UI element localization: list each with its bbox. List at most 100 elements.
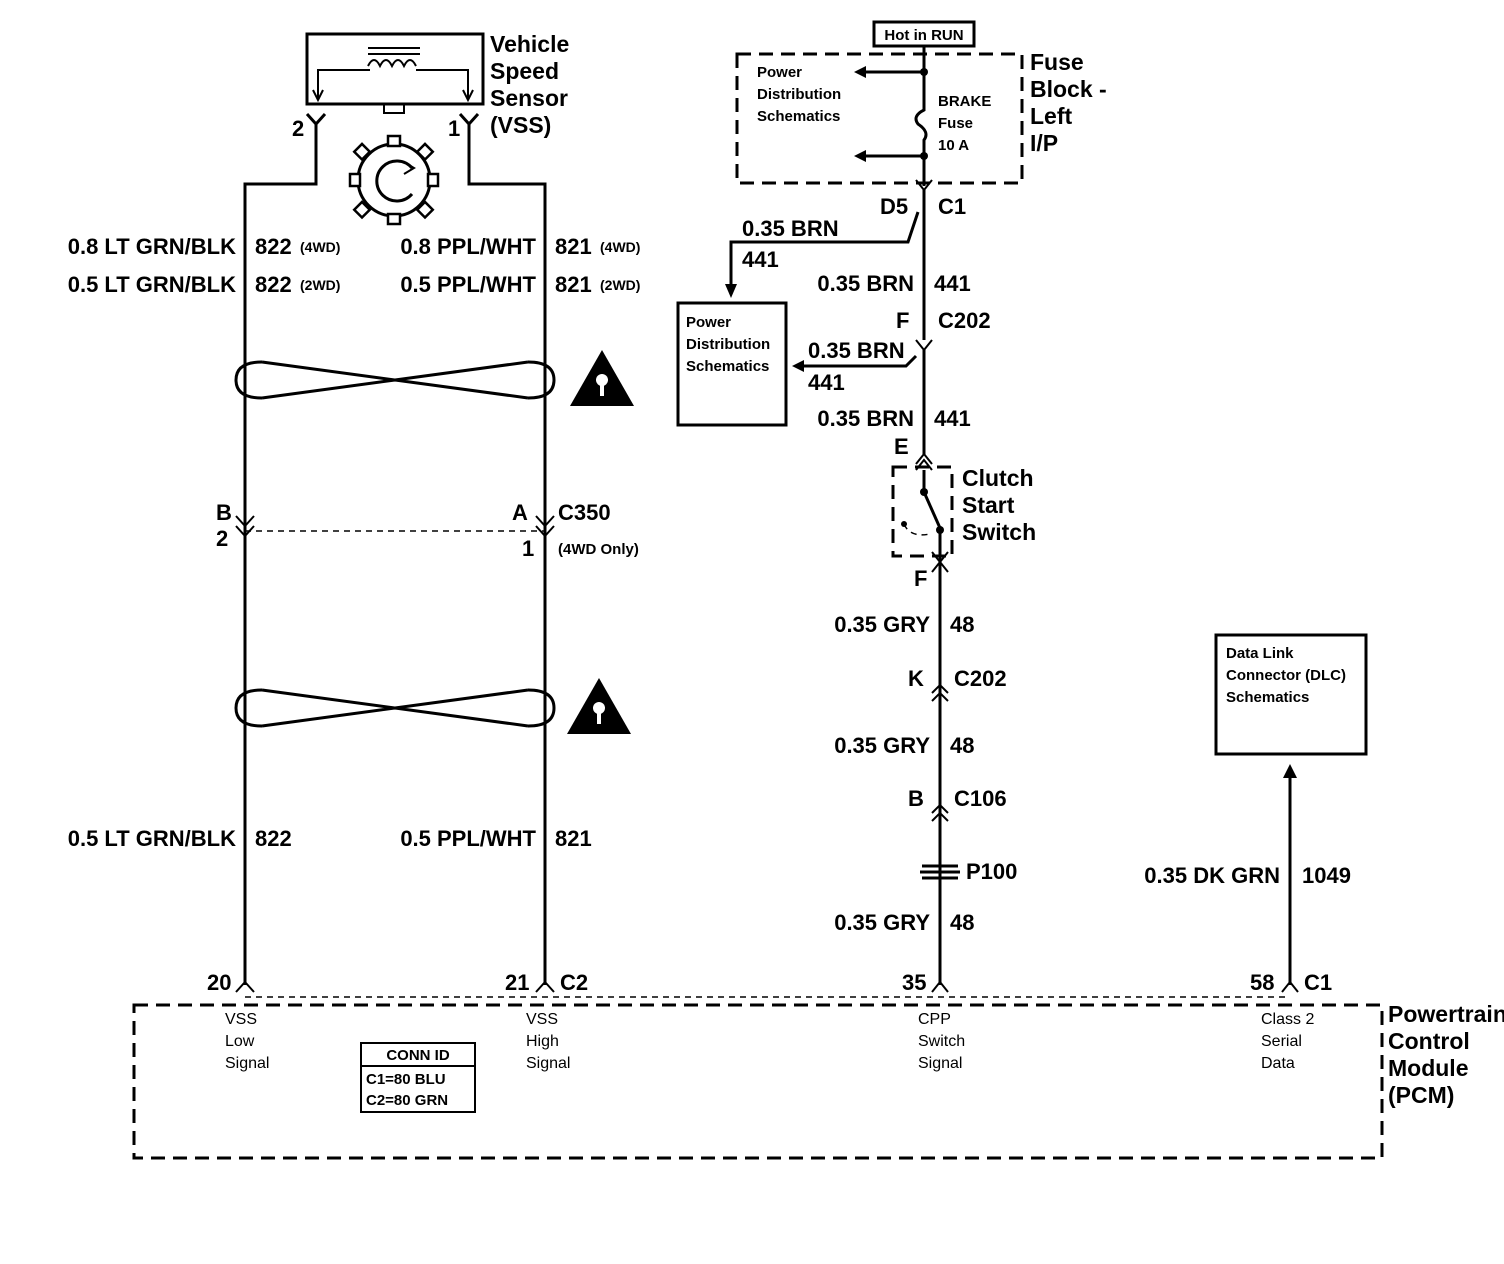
sig-vss-high-3: Signal	[526, 1055, 570, 1072]
wire-left-2wd-circuit: 822	[255, 272, 292, 297]
brake-fuse-label-2: Fuse	[938, 115, 973, 132]
vss-title-1: Vehicle	[490, 31, 569, 57]
fuse-power-dist-3: Schematics	[757, 108, 840, 125]
wire-right-2wd-name: 0.5 PPL/WHT	[400, 272, 536, 297]
c350-pin-1: 1	[522, 536, 534, 561]
wire-left-bottom-name: 0.5 LT GRN/BLK	[68, 826, 236, 851]
conn-c1: C1	[938, 194, 966, 219]
c350-pin-b: B	[216, 500, 232, 525]
wire-right-4wd-circuit: 821	[555, 234, 592, 259]
pcm-pin-35: 35	[902, 970, 926, 995]
brn-wire-name: 0.35 BRN	[817, 271, 914, 296]
gry-wire2-circuit: 48	[950, 733, 974, 758]
brn-branch-circuit: 441	[742, 247, 779, 272]
c202-name-bottom: C202	[954, 666, 1007, 691]
wire-left-bottom-circuit: 822	[255, 826, 292, 851]
vehicle-speed-sensor	[305, 32, 485, 140]
conn-d5: D5	[880, 194, 908, 219]
fuse-block-title-3: Left	[1030, 103, 1073, 129]
brake-fuse-label-1: BRAKE	[938, 93, 991, 110]
dlc-box	[1214, 633, 1368, 993]
brn-wire2-name: 0.35 BRN	[817, 406, 914, 431]
power-dist-box-line-1: Power	[686, 314, 731, 331]
gry-wire3-circuit: 48	[950, 910, 974, 935]
vss-title-2: Speed	[490, 58, 559, 84]
vss-title-3: Sensor	[490, 85, 568, 111]
pcm-pin-20: 20	[207, 970, 231, 995]
power-dist-box-line-2: Distribution	[686, 336, 770, 353]
fuse-block	[735, 20, 1024, 192]
wire-right-4wd-name: 0.8 PPL/WHT	[400, 234, 536, 259]
sig-vss-low-2: Low	[225, 1033, 255, 1050]
vss-pin-1: 1	[448, 116, 460, 141]
dlc-box-line-3: Schematics	[1226, 689, 1309, 706]
brn-branch2-circuit: 441	[808, 370, 845, 395]
sig-vss-low-3: Signal	[225, 1055, 269, 1072]
clutch-pin-f: F	[914, 566, 927, 591]
vss-pin-2: 2	[292, 116, 304, 141]
wire-left-4wd-tag: (4WD)	[300, 239, 340, 255]
pcm-pin-58: 58	[1250, 970, 1274, 995]
sig-class2-3: Data	[1261, 1055, 1295, 1072]
dlc-box-line-2: Connector (DLC)	[1226, 667, 1346, 684]
sig-class2-2: Serial	[1261, 1033, 1302, 1050]
fuse-power-dist-1: Power	[757, 64, 802, 81]
gry-wire2-name: 0.35 GRY	[834, 733, 930, 758]
brn-branch-name: 0.35 BRN	[742, 216, 839, 241]
brn-wire2-circuit: 441	[934, 406, 971, 431]
power-distribution-box	[676, 301, 788, 427]
wire-right-2wd-circuit: 821	[555, 272, 592, 297]
wire-left-4wd-circuit: 822	[255, 234, 292, 259]
caution-icon	[567, 678, 631, 734]
c350-pin-2: 2	[216, 526, 228, 551]
sig-cpp-2: Switch	[918, 1033, 965, 1050]
c350-note: (4WD Only)	[558, 541, 639, 558]
wire-right-4wd-tag: (4WD)	[600, 239, 640, 255]
brown-circuit-wires	[725, 190, 933, 471]
splice-p100: P100	[966, 859, 1017, 884]
sig-vss-high-2: High	[526, 1033, 559, 1050]
fuse-block-title-4: I/P	[1030, 130, 1058, 156]
c202-name-top: C202	[938, 308, 991, 333]
clutch-title-3: Switch	[962, 519, 1036, 545]
clutch-start-switch	[891, 465, 954, 564]
wire-right-bottom-name: 0.5 PPL/WHT	[400, 826, 536, 851]
pcm-title-3: Module	[1388, 1055, 1469, 1081]
vss-title-4: (VSS)	[490, 112, 551, 138]
sig-vss-low-1: VSS	[225, 1011, 257, 1028]
gry-wire3-name: 0.35 GRY	[834, 910, 930, 935]
c350-name: C350	[558, 500, 611, 525]
wire-left-4wd-name: 0.8 LT GRN/BLK	[68, 234, 236, 259]
dlc-box-line-1: Data Link	[1226, 645, 1294, 662]
sig-cpp-1: CPP	[918, 1011, 951, 1028]
c106-pin-b: B	[908, 786, 924, 811]
wire-left-2wd-tag: (2WD)	[300, 277, 340, 293]
caution-icon	[570, 350, 634, 406]
conn-id-title: CONN ID	[386, 1047, 450, 1064]
sig-vss-high-1: VSS	[526, 1011, 558, 1028]
dlc-wire-circuit: 1049	[1302, 863, 1351, 888]
sig-class2-1: Class 2	[1261, 1011, 1314, 1028]
clutch-pin-e: E	[894, 434, 909, 459]
hot-in-run-label: Hot in RUN	[884, 27, 963, 44]
pcm-conn-c2: C2	[560, 970, 588, 995]
gray-circuit-wires	[920, 560, 960, 993]
power-dist-box-line-3: Schematics	[686, 358, 769, 375]
conn-id-c2: C2=80 GRN	[366, 1092, 448, 1109]
clutch-title-2: Start	[962, 492, 1015, 518]
clutch-title-1: Clutch	[962, 465, 1034, 491]
wire-right-bottom-circuit: 821	[555, 826, 592, 851]
pcm-conn-c1: C1	[1304, 970, 1332, 995]
gry-wire1-name: 0.35 GRY	[834, 612, 930, 637]
pcm-title-4: (PCM)	[1388, 1082, 1454, 1108]
brn-wire-circuit: 441	[934, 271, 971, 296]
pcm-pin-21: 21	[505, 970, 529, 995]
pcm-title-1: Powertrain	[1388, 1001, 1504, 1027]
fuse-block-title-1: Fuse	[1030, 49, 1084, 75]
vss-wires	[234, 140, 556, 993]
wire-right-2wd-tag: (2WD)	[600, 277, 640, 293]
c350-pin-a: A	[512, 500, 528, 525]
fuse-block-title-2: Block -	[1030, 76, 1107, 102]
